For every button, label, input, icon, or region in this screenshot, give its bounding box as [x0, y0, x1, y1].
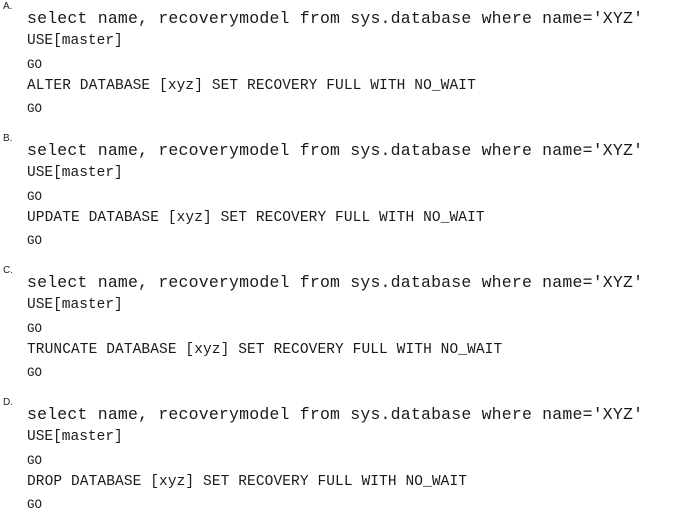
select-query-line: select name, recoverymodel from sys.data… — [27, 9, 644, 28]
go-line: GO — [27, 234, 43, 248]
database-statement-line: ALTER DATABASE [xyz] SET RECOVERY FULL W… — [27, 78, 476, 94]
option-letter: B. — [3, 133, 13, 144]
select-query-line: select name, recoverymodel from sys.data… — [27, 141, 644, 160]
option-letter: C. — [3, 265, 13, 276]
select-query-line: select name, recoverymodel from sys.data… — [27, 405, 644, 424]
database-statement-line: TRUNCATE DATABASE [xyz] SET RECOVERY FUL… — [27, 342, 503, 358]
database-statement-line: UPDATE DATABASE [xyz] SET RECOVERY FULL … — [27, 210, 485, 226]
go-line: GO — [27, 366, 43, 380]
go-line: GO — [27, 498, 43, 512]
go-line: GO — [27, 102, 43, 116]
option-letter: D. — [3, 397, 13, 408]
use-master-line: USE[master] — [27, 165, 123, 181]
select-query-line: select name, recoverymodel from sys.data… — [27, 273, 644, 292]
use-master-line: USE[master] — [27, 33, 123, 49]
go-line: GO — [27, 454, 43, 468]
database-statement-line: DROP DATABASE [xyz] SET RECOVERY FULL WI… — [27, 474, 468, 490]
go-line: GO — [27, 190, 43, 204]
go-line: GO — [27, 58, 43, 72]
option-letter: A. — [3, 1, 13, 12]
use-master-line: USE[master] — [27, 297, 123, 313]
use-master-line: USE[master] — [27, 429, 123, 445]
go-line: GO — [27, 322, 43, 336]
